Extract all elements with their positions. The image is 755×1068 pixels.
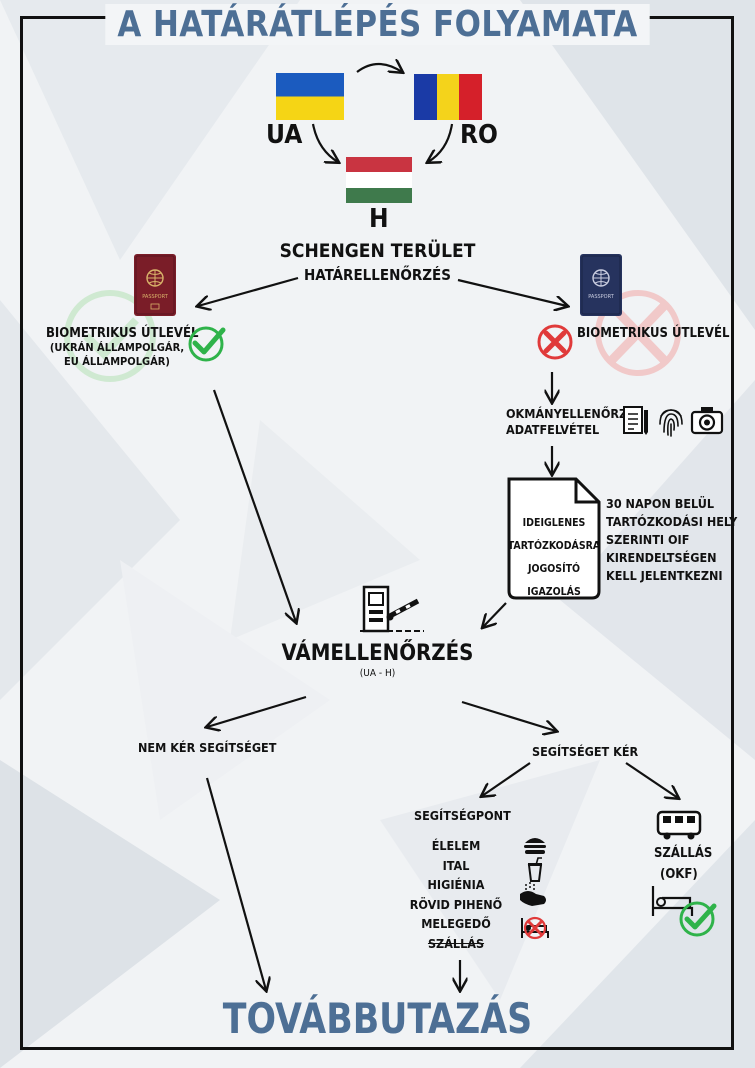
arrow-customs-left xyxy=(207,695,307,727)
oif-note-line-4: KIRENDELTSÉGEN xyxy=(606,550,717,565)
arrow-doc-to-customs xyxy=(483,602,507,627)
passport-red-icon: PASSPORT xyxy=(134,254,176,316)
help-item-accommodation: SZÁLLÁS xyxy=(427,935,485,951)
country-label-h: H xyxy=(369,204,389,234)
large-check-circle-icon xyxy=(64,290,156,382)
drink-icon xyxy=(527,857,543,882)
customs-title: VÁMELLENŐRZÉS xyxy=(281,641,474,666)
customs-subtitle: (UA - H) xyxy=(359,668,396,679)
oif-note-line-3: SZERINTI OIF xyxy=(606,532,690,547)
left-passport-title: BIOMETRIKUS ÚTLEVÉL xyxy=(46,326,199,341)
document-line-3: JOGOSÍTÓ xyxy=(527,563,581,575)
temporary-permit-document-icon xyxy=(507,477,601,600)
oif-note-line-1: 30 NAPON BELÜL xyxy=(606,496,715,511)
help-item-food: ÉLELEM xyxy=(431,838,481,853)
arrow-noh-to-footer xyxy=(205,777,266,990)
document-check-line-1: OKMÁNYELLENŐRZÉS xyxy=(506,406,643,421)
document-check-line-2: ADATFELVÉTEL xyxy=(506,422,600,437)
fingerprint-icon xyxy=(659,409,683,437)
arrow-help-okf xyxy=(625,762,678,798)
arrow-help-point xyxy=(482,762,531,796)
burger-icon xyxy=(524,838,546,854)
arrow-left-to-customs xyxy=(212,389,296,622)
bus-icon xyxy=(656,810,702,840)
arrow-right-branch xyxy=(457,278,567,306)
bed-crossed-icon xyxy=(521,916,549,940)
ukraine-flag-icon xyxy=(276,73,344,120)
camera-icon xyxy=(690,407,724,435)
customs-barrier-icon xyxy=(360,585,424,633)
country-label-ua: UA xyxy=(266,120,303,150)
arrow-customs-right xyxy=(461,700,556,731)
passport-blue-label: PASSPORT xyxy=(588,294,615,300)
passport-red-label: PASSPORT xyxy=(142,294,169,300)
left-passport-note-2: EU ÁLLAMPOLGÁR) xyxy=(64,355,170,368)
document-line-1: IDEIGLENES xyxy=(522,517,586,529)
arrow-ua-ro xyxy=(356,64,402,72)
form-document-icon xyxy=(623,406,648,435)
document-line-2: TARTÓZKODÁSRA xyxy=(507,540,601,552)
help-point-title: SEGÍTSÉGPONT xyxy=(414,808,511,823)
schengen-title: SCHENGEN TERÜLET xyxy=(279,240,476,262)
schengen-subtitle: HATÁRELLENŐRZÉS xyxy=(304,266,451,284)
right-passport-title: BIOMETRIKUS ÚTLEVÉL xyxy=(577,326,730,341)
help-item-rest: RÖVID PIHENŐ xyxy=(409,896,503,912)
accommodation-title: SZÁLLÁS xyxy=(654,846,713,861)
help-label: SEGÍTSÉGET KÉR xyxy=(532,744,639,759)
left-passport-note-1: (UKRÁN ÁLLAMPOLGÁR, xyxy=(49,341,185,354)
country-label-ro: RO xyxy=(460,120,498,150)
romania-flag-icon xyxy=(414,74,482,120)
help-point-list: ÉLELEM ITAL HIGIÉNIA RÖVID PIHENŐ MELEGE… xyxy=(404,836,508,953)
document-line-4: IGAZOLÁS xyxy=(527,586,581,598)
accommodation-check-icon xyxy=(679,901,717,937)
hungary-flag-icon xyxy=(346,157,412,203)
help-item-warming: MELEGEDŐ xyxy=(421,916,491,931)
cross-icon xyxy=(537,324,573,360)
check-icon xyxy=(188,326,226,362)
footer-title: TOVÁBBUTAZÁS xyxy=(222,994,533,1043)
oif-note-line-2: TARTÓZKODÁSI HELY xyxy=(606,514,738,529)
page-title: A HATÁRÁTLÉPÉS FOLYAMATA xyxy=(105,4,650,45)
help-item-drink: ITAL xyxy=(442,857,470,873)
no-help-label: NEM KÉR SEGÍTSÉGET xyxy=(138,740,277,755)
help-item-hygiene: HIGIÉNIA xyxy=(427,877,485,892)
oif-note-line-5: KELL JELENTKEZNI xyxy=(606,568,723,583)
accommodation-subtitle: (OKF) xyxy=(660,867,698,882)
handwash-icon xyxy=(520,882,546,906)
arrow-left-branch xyxy=(198,276,299,306)
title-area: A HATÁRÁTLÉPÉS FOLYAMATA xyxy=(0,4,755,45)
document-text: IDEIGLENES TARTÓZKODÁSRA JOGOSÍTÓ IGAZOL… xyxy=(506,512,602,604)
passport-blue-icon: PASSPORT xyxy=(580,254,622,316)
oif-note: 30 NAPON BELÜL TARTÓZKODÁSI HELY SZERINT… xyxy=(606,495,737,585)
arrow-ro-h xyxy=(428,123,454,162)
arrow-ua-h xyxy=(311,123,338,162)
